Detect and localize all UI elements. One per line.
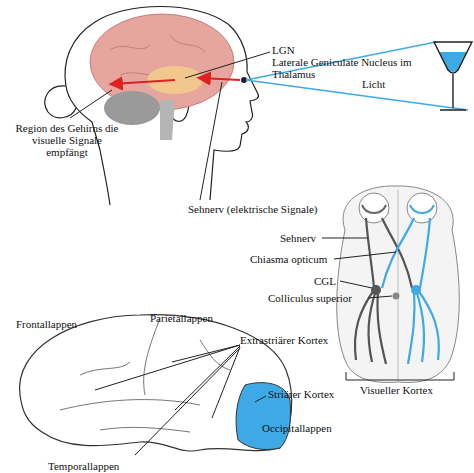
colliculus <box>393 293 400 300</box>
cortex-label: Extrastriärer Kortex <box>240 334 370 346</box>
structure-label: Laterale Geniculate Nucleus im Thalamus <box>272 56 422 80</box>
structure-label: Colliculus superior <box>268 292 378 304</box>
water <box>439 52 467 72</box>
cgl-left <box>371 285 381 295</box>
leader-lines <box>322 238 454 380</box>
cortex-label: Striärer Kortex <box>268 388 368 400</box>
brain-top-view <box>337 186 460 383</box>
midline <box>398 190 399 380</box>
light-label: Licht <box>362 78 422 90</box>
cerebellum <box>104 91 160 125</box>
head-profile <box>45 7 259 206</box>
left-eye <box>359 193 389 223</box>
structure-label: CGL <box>314 275 354 287</box>
structure-label: Chiasma opticum <box>250 253 350 265</box>
cgl-right <box>411 285 421 295</box>
nerve-label: Sehnerv (elektrische Signale) <box>188 203 368 215</box>
retina <box>362 205 386 213</box>
visual-pathway <box>355 218 439 364</box>
light-ray <box>246 80 468 110</box>
signal-arrow <box>200 78 240 80</box>
region-label: Region des Gehirns die visuelle Signale … <box>12 122 122 158</box>
structure-label: LGN <box>272 44 442 56</box>
lobe-label: Temporallappen <box>48 460 148 472</box>
brain <box>90 14 234 110</box>
lobe-label: Parietallappen <box>150 312 250 324</box>
brainstem <box>160 100 175 140</box>
signal-arrow <box>112 80 175 84</box>
retina <box>410 205 434 213</box>
lobe-label: Frontallappen <box>16 318 116 330</box>
cortex-label: Visueller Kortex <box>360 384 470 396</box>
lobe-label: Occipitallappen <box>262 422 362 434</box>
right-eye <box>407 193 437 223</box>
leader-lines <box>95 345 266 455</box>
structure-label: Sehnerv <box>280 232 340 244</box>
glass <box>434 42 472 110</box>
